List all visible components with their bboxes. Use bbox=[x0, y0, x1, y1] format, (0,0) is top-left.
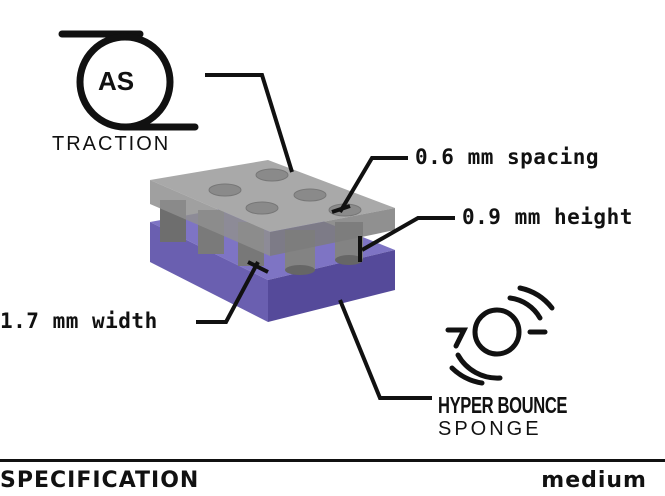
specification-title: SPECIFICATION bbox=[0, 468, 200, 493]
as-traction-logo bbox=[58, 30, 199, 131]
width-label: 1.7 mm width bbox=[0, 309, 158, 333]
logo-monogram: AS bbox=[98, 66, 135, 96]
sponge-logo-line1: HYPER BOUNCE bbox=[438, 392, 568, 418]
height-label: 0.9 mm height bbox=[462, 205, 633, 229]
divider bbox=[0, 459, 665, 462]
sponge-logo-line2: SPONGE bbox=[438, 418, 542, 440]
hyper-bounce-sponge-logo bbox=[445, 285, 555, 386]
specification-value: medium bbox=[541, 468, 647, 493]
top-rubber-slab bbox=[150, 160, 395, 256]
logo-name: TRACTION bbox=[52, 133, 171, 155]
callout-lines bbox=[196, 73, 455, 400]
spacing-label: 0.6 mm spacing bbox=[415, 145, 600, 169]
